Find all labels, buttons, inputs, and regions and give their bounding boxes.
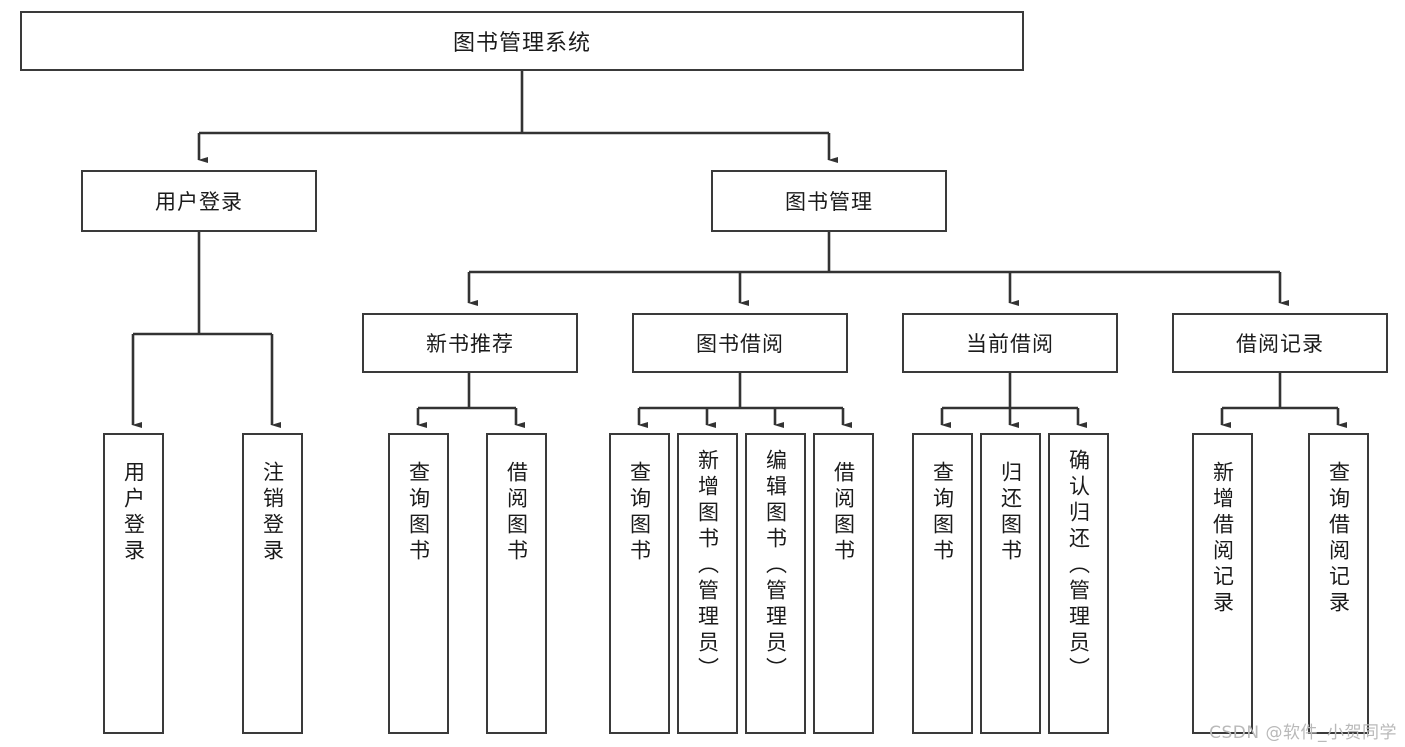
node-current-borrow[interactable]: 当前借阅 xyxy=(902,313,1118,373)
node-book-management[interactable]: 图书管理 xyxy=(711,170,947,232)
leaf-return-book[interactable]: 归还图书 xyxy=(980,433,1041,734)
leaf-edit-book-admin[interactable]: 编辑图书（管理员） xyxy=(745,433,806,734)
leaf-query-book-borrow[interactable]: 查询图书 xyxy=(609,433,670,734)
leaf-query-book-recommend[interactable]: 查询图书 xyxy=(388,433,449,734)
node-book-borrow[interactable]: 图书借阅 xyxy=(632,313,848,373)
node-new-book-recommend[interactable]: 新书推荐 xyxy=(362,313,578,373)
node-user-login[interactable]: 用户登录 xyxy=(81,170,317,232)
node-borrow-record[interactable]: 借阅记录 xyxy=(1172,313,1388,373)
leaf-borrow-book-recommend[interactable]: 借阅图书 xyxy=(486,433,547,734)
leaf-user-login[interactable]: 用户登录 xyxy=(103,433,164,734)
node-root-system[interactable]: 图书管理系统 xyxy=(20,11,1024,71)
leaf-logout-login[interactable]: 注销登录 xyxy=(242,433,303,734)
watermark-text: CSDN @软件_小贺同学 xyxy=(1209,723,1397,743)
leaf-query-borrow-record[interactable]: 查询借阅记录 xyxy=(1308,433,1369,734)
leaf-query-book-current[interactable]: 查询图书 xyxy=(912,433,973,734)
leaf-confirm-return-admin[interactable]: 确认归还（管理员） xyxy=(1048,433,1109,734)
leaf-add-book-admin[interactable]: 新增图书（管理员） xyxy=(677,433,738,734)
leaf-add-borrow-record[interactable]: 新增借阅记录 xyxy=(1192,433,1253,734)
leaf-borrow-book[interactable]: 借阅图书 xyxy=(813,433,874,734)
